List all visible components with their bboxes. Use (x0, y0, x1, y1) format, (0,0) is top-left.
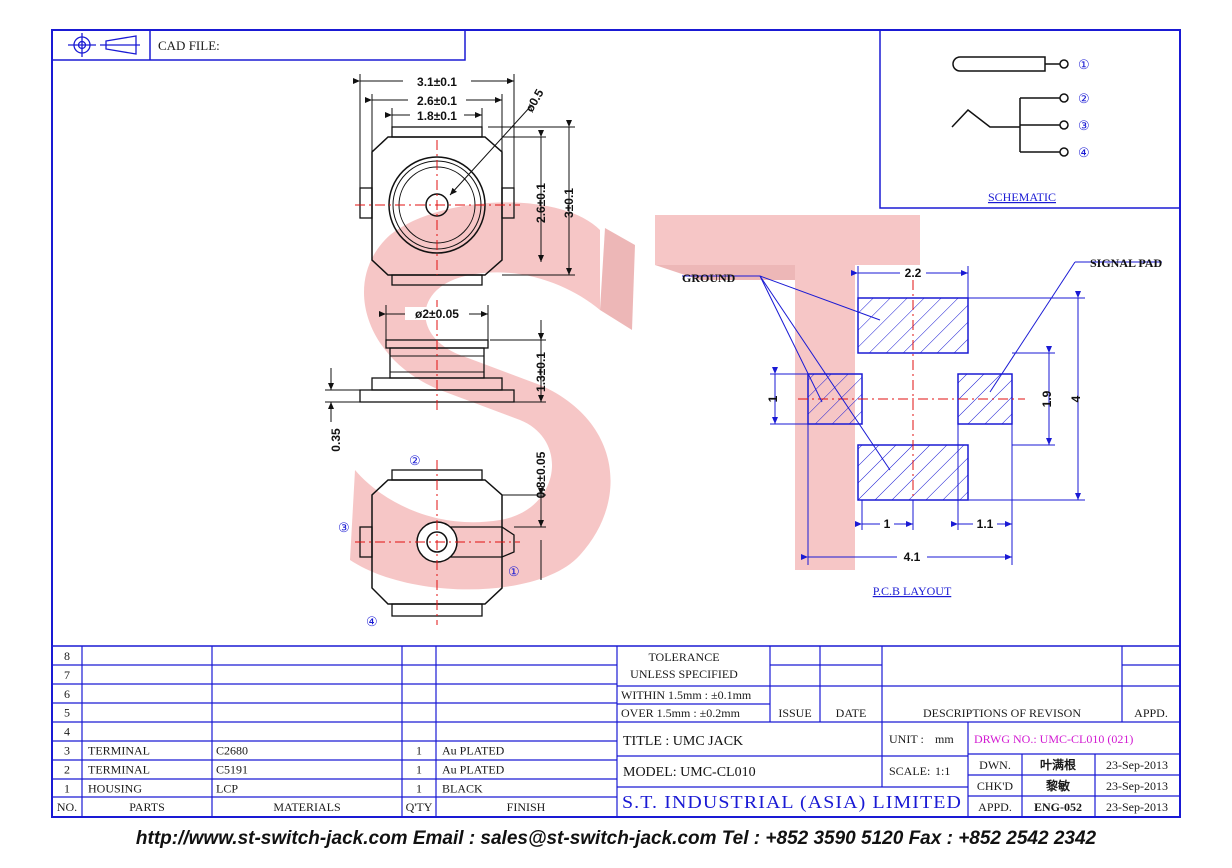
bom-cell-qty: 1 (416, 744, 422, 758)
unit-label: UNIT : (889, 732, 924, 746)
bom-cell-part: HOUSING (88, 781, 142, 795)
bottom-pin-1: ① (508, 564, 520, 579)
bom-cell-no: 5 (64, 706, 70, 720)
drawing-sheet: CAD FILE: ① ② ③ ④ SCHEMATIC (51, 29, 1181, 818)
bom-cell-material: LCP (216, 781, 238, 795)
dim-hole-diameter: ø0.5 (522, 86, 546, 114)
bom-cell-finish: BLACK (442, 781, 483, 795)
bom-cell-material: C5191 (216, 762, 248, 776)
tolerance-block: TOLERANCE UNLESS SPECIFIED WITHIN 1.5mm … (617, 646, 1180, 723)
bom-header-qty: Q'TY (406, 800, 433, 814)
appd-label: APPD. (978, 800, 1012, 814)
schematic-pin-1: ① (1078, 57, 1090, 72)
schematic-pin-4: ④ (1078, 145, 1090, 160)
pcb-layout: 2.2 1 1.9 4 1 1.1 4.1 GROUND SIGNAL PAD … (682, 256, 1162, 598)
bom-cell-finish: Au PLATED (442, 762, 505, 776)
bom-cell-material: C2680 (216, 744, 248, 758)
tolerance-subtitle: UNLESS SPECIFIED (630, 667, 738, 681)
side-view: ø2±0.05 1.3±0.1 0.35 (325, 300, 548, 452)
dim-offset-0-8: 0.8±0.05 (534, 451, 548, 498)
revision-appd-header: APPD. (1134, 706, 1168, 720)
outer-border (51, 29, 1181, 818)
dim-base-0-35: 0.35 (329, 428, 343, 452)
dwn-name: 叶满根 (1040, 757, 1076, 772)
bottom-pin-3: ③ (338, 520, 350, 535)
pcb-layout-label: P.C.B LAYOUT (873, 584, 952, 598)
appd-name: ENG-052 (1034, 800, 1082, 814)
bom-cell-no: 4 (64, 725, 70, 739)
bom-header-finish: FINISH (507, 800, 546, 814)
company-name: S.T. INDUSTRIAL (ASIA) LIMITED (622, 792, 962, 813)
tolerance-over: OVER 1.5mm : ±0.2mm (621, 706, 741, 720)
bom-header-materials: MATERIALS (273, 800, 340, 814)
bottom-pin-2: ② (409, 453, 421, 468)
unit-value: mm (935, 732, 954, 746)
bom-cell-qty: 1 (416, 781, 422, 795)
dwn-label: DWN. (979, 758, 1011, 772)
bom-header-parts: PARTS (129, 800, 165, 814)
pcb-dim-4-1: 4.1 (904, 550, 921, 564)
bom-cell-no: 1 (64, 781, 70, 795)
bom-header-no: NO. (57, 800, 77, 814)
chk-date: 23-Sep-2013 (1106, 779, 1168, 793)
bottom-pin-4: ④ (366, 614, 378, 629)
pcb-dim-1-1: 1.1 (977, 517, 994, 531)
bom-cell-part: TERMINAL (88, 744, 150, 758)
pcb-dim-1-gap: 1 (884, 517, 891, 531)
title-block: TITLE : UMC JACK UNIT : mm DRWG NO.: UMC… (617, 722, 1180, 817)
schematic-panel: ① ② ③ ④ SCHEMATIC (879, 29, 1181, 209)
pcb-ground-label: GROUND (682, 271, 736, 285)
bom-cell-no: 6 (64, 687, 70, 701)
bom-cell-no: 2 (64, 762, 70, 776)
dim-width-1-8: 1.8±0.1 (417, 109, 457, 123)
pcb-dim-4: 4 (1069, 395, 1083, 402)
dim-width-3-1: 3.1±0.1 (417, 75, 457, 89)
appd-date: 23-Sep-2013 (1106, 800, 1168, 814)
bom-cell-no: 7 (64, 668, 70, 682)
bom-cell-part: TERMINAL (88, 762, 150, 776)
bom-cell-finish: Au PLATED (442, 744, 505, 758)
chk-label: CHK'D (977, 779, 1013, 793)
pcb-dim-1-9: 1.9 (1040, 390, 1054, 407)
contact-footer: http://www.st-switch-jack.com Email : sa… (135, 828, 1097, 849)
tolerance-within: WITHIN 1.5mm : ±0.1mm (621, 688, 752, 702)
bom-cell-qty: 1 (416, 762, 422, 776)
projection-symbol-icon (68, 33, 140, 57)
model-name: MODEL: UMC-CL010 (623, 765, 756, 780)
top-view: 3.1±0.1 2.6±0.1 1.8±0.1 ø0.5 2.6±0.1 3±0… (353, 74, 576, 286)
pcb-dim-1-height: 1 (766, 395, 780, 402)
cad-file-label: CAD FILE: (158, 38, 220, 53)
dim-height-3: 3±0.1 (562, 188, 576, 218)
bottom-view: 0.8±0.05 ② ③ ① ④ (338, 451, 548, 629)
dim-height-2-6: 2.6±0.1 (534, 183, 548, 223)
dim-diameter-2: ø2±0.05 (415, 307, 459, 321)
pcb-signal-label: SIGNAL PAD (1090, 256, 1162, 270)
revision-issue-header: ISSUE (778, 706, 811, 720)
revision-date-header: DATE (836, 706, 867, 720)
bom-cell-no: 8 (64, 649, 70, 663)
pcb-dim-2-2: 2.2 (905, 266, 922, 280)
drawing-number: DRWG NO.: UMC-CL010 (021) (974, 732, 1133, 746)
pcb-ground-pad-bottom (857, 444, 969, 501)
tolerance-title: TOLERANCE (648, 650, 719, 664)
chk-name: 黎敏 (1046, 778, 1071, 793)
title-text: TITLE : UMC JACK (623, 734, 743, 749)
dwn-date: 23-Sep-2013 (1106, 758, 1168, 772)
cad-header: CAD FILE: (51, 29, 466, 61)
scale-value: 1:1 (935, 764, 950, 778)
bom-cell-no: 3 (64, 744, 70, 758)
schematic-label: SCHEMATIC (988, 190, 1056, 204)
schematic-pin-2: ② (1078, 91, 1090, 106)
dim-width-2-6: 2.6±0.1 (417, 94, 457, 108)
revision-desc-header: DESCRIPTIONS OF REVISON (923, 706, 1081, 720)
schematic-pin-3: ③ (1078, 118, 1090, 133)
dim-height-1-3: 1.3±0.1 (534, 352, 548, 392)
scale-label: SCALE: (889, 764, 930, 778)
